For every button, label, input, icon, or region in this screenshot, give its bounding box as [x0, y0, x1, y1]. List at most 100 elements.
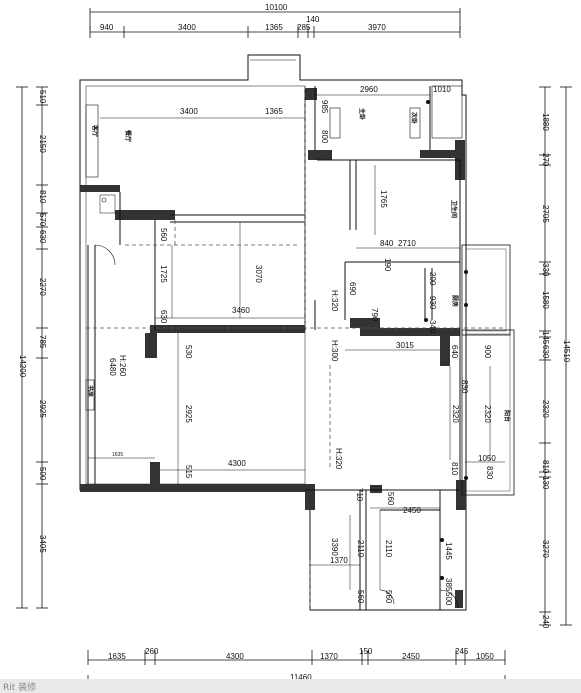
- int-dim-1365: 1365: [265, 107, 283, 116]
- left-dim-9: 500: [38, 467, 47, 481]
- bottom-dim-2: 260: [145, 647, 159, 656]
- right-dim-4: 330: [541, 263, 550, 277]
- fixture-dot: [440, 538, 444, 542]
- bottom-total-dim: 11460: [290, 673, 312, 682]
- fixtures: [424, 100, 468, 580]
- int-dim-800: 800: [320, 130, 329, 144]
- bottom-dim-4: 1370: [320, 652, 338, 661]
- fixture-dot: [464, 270, 468, 274]
- right-dim-7: 630: [541, 345, 550, 359]
- int-dim-2925: 2925: [184, 405, 193, 423]
- doors: [94, 194, 459, 609]
- int-dim-640: 640: [450, 345, 459, 359]
- fixture-dot: [464, 476, 468, 480]
- int-dim-3015: 3015: [396, 341, 414, 350]
- int-dim-530: 530: [184, 345, 193, 359]
- left-dim-7: 785: [38, 335, 47, 349]
- int-dim-840: 840: [380, 239, 394, 248]
- left-dim-10: 3405: [38, 535, 47, 553]
- bottom-dim-8: 1050: [476, 652, 494, 661]
- room-label-3: 主卧: [358, 108, 366, 120]
- int-dim-h320: H:320: [330, 290, 339, 312]
- right-dimension-lines: [539, 86, 572, 626]
- bottom-dim-7: 245: [455, 647, 469, 656]
- left-dim-6: 2270: [38, 278, 47, 296]
- int-dim-1050: 1050: [478, 454, 496, 463]
- int-dim-2320-b: 2320: [483, 405, 492, 423]
- int-dim-790: 790: [370, 308, 379, 322]
- int-dim-560: 560: [159, 228, 168, 242]
- bottom-dim-5: 150: [359, 647, 373, 656]
- int-dim-515: 515: [184, 465, 193, 479]
- top-total-dim: 10100: [265, 3, 288, 12]
- int-dim-190: 190: [383, 258, 392, 272]
- right-dim-5: 1580: [541, 291, 550, 309]
- right-dim-11: 3270: [541, 540, 550, 558]
- right-dim-8: 2320: [541, 400, 550, 418]
- bottom-dim-1: 1635: [108, 652, 126, 661]
- int-dim-3400: 3400: [180, 107, 198, 116]
- int-dim-630: 630: [159, 310, 168, 324]
- right-dim-2: 270: [541, 153, 550, 167]
- left-dim-8: 2925: [38, 400, 47, 418]
- int-dim-1635: 1635: [112, 452, 123, 458]
- int-dim-1445: 1445: [444, 542, 453, 560]
- int-dim-560-c: 560: [384, 590, 393, 604]
- int-dim-1010: 1010: [433, 85, 451, 94]
- int-dim-3070: 3070: [254, 265, 263, 283]
- room-label-4: 次卧: [410, 112, 418, 124]
- int-dim-830: 830: [485, 466, 494, 480]
- watermark-bar: Rit 装修: [0, 679, 581, 693]
- int-dim-810: 810: [450, 462, 459, 476]
- room-label-6: 厨房: [451, 295, 459, 307]
- room-label-7: 阳台: [503, 410, 511, 422]
- balcony: [461, 244, 515, 496]
- int-dim-560-b: 560: [356, 590, 365, 604]
- right-dim-10: 130: [541, 476, 550, 490]
- left-dim-3: 810: [38, 190, 47, 204]
- int-dim-200: 200: [428, 272, 437, 286]
- right-total-dim: 14510: [562, 340, 571, 363]
- int-dim-385: 385: [444, 578, 453, 592]
- fixture-dot: [464, 303, 468, 307]
- int-dim-6480: 6480: [108, 358, 117, 376]
- top-dimension-lines: [89, 8, 461, 38]
- int-dim-985: 985: [320, 100, 329, 114]
- int-dim-710: 710: [355, 488, 364, 502]
- room-label-2: 餐厅: [124, 129, 132, 142]
- fixture-dot: [426, 100, 430, 104]
- room-label-8: 书房: [86, 385, 94, 397]
- room-label-5: 卫生间: [450, 200, 458, 218]
- bottom-dim-6: 2450: [402, 652, 420, 661]
- int-dim-500: 500: [444, 592, 453, 606]
- interior-dimension-lines: [88, 94, 505, 590]
- top-dim-4: 285: [297, 23, 311, 32]
- left-dim-1: 510: [38, 90, 47, 104]
- left-dimension-lines: [16, 86, 48, 609]
- left-dim-2: 2150: [38, 135, 47, 153]
- fixture-dot: [424, 318, 428, 322]
- left-dim-4: 570: [38, 213, 47, 227]
- int-dim-4300: 4300: [228, 459, 246, 468]
- int-dim-900: 900: [483, 345, 492, 359]
- top-dim-3: 1365: [265, 23, 283, 32]
- int-dim-340: 340: [428, 320, 437, 334]
- right-dim-9: 810: [541, 460, 550, 474]
- int-dim-930: 930: [428, 296, 437, 310]
- int-dim-h320-b: H:320: [334, 448, 343, 470]
- int-dim-2710: 2710: [398, 239, 416, 248]
- fixture-dot: [440, 576, 444, 580]
- int-dim-3460: 3460: [232, 306, 250, 315]
- top-dim-5: 140: [306, 15, 320, 24]
- int-dim-830-b: 830: [460, 380, 469, 394]
- structural-walls: [80, 88, 466, 608]
- right-dim-6: 145: [541, 331, 550, 345]
- right-dim-1: 1880: [541, 113, 550, 131]
- windows: [85, 85, 463, 411]
- int-dim-1370: 1370: [330, 556, 348, 565]
- int-dim-2320-a: 2320: [451, 405, 460, 423]
- int-dim-690: 690: [348, 282, 357, 296]
- int-dim-1765: 1765: [379, 190, 388, 208]
- watermark-logo: Rit 装修: [3, 683, 37, 693]
